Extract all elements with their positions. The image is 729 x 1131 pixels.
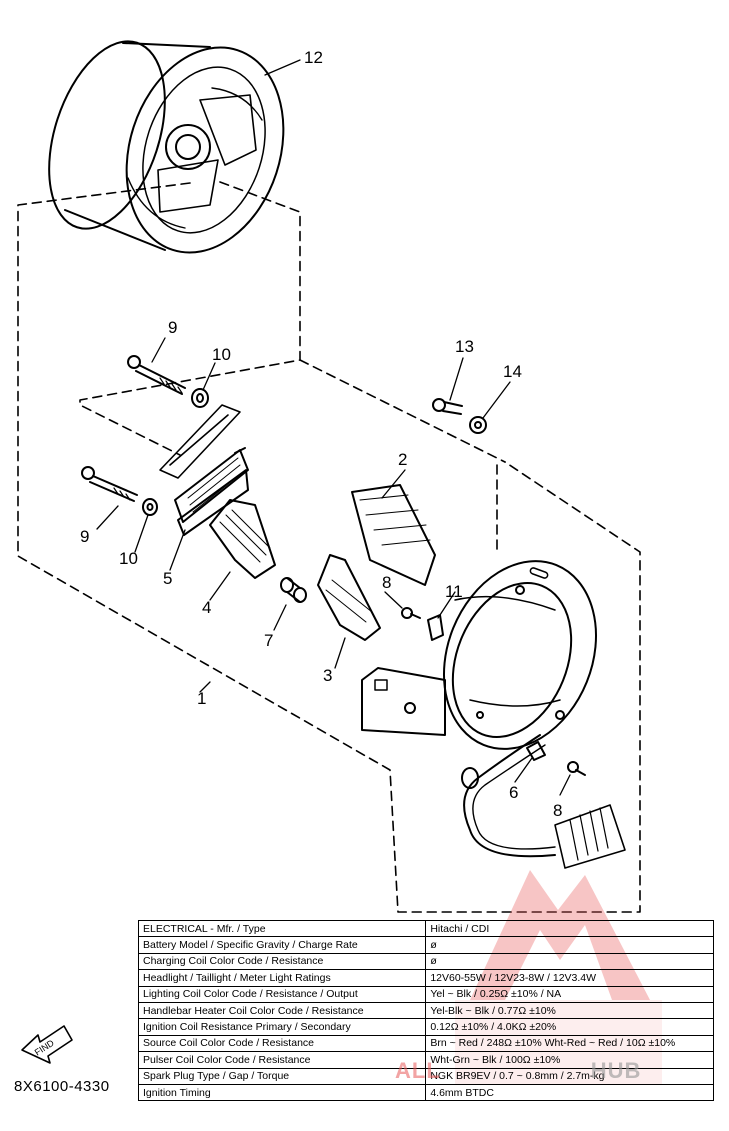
callout-8-lower: 8 [553,801,562,820]
assembly-outline [17,181,641,913]
callout-1: 1 [197,689,206,708]
spec-value: ø [425,936,714,954]
flywheel-rotor [48,40,285,254]
coil-3 [317,554,381,641]
callout-10-upper: 10 [212,345,231,364]
coil-5 [174,447,249,536]
screw-8-lower [567,761,586,776]
callout-6: 6 [509,783,518,802]
spec-value: Hitachi / CDI [425,919,714,938]
spec-label: Ignition Timing [137,1083,427,1102]
spec-value: 0.12Ω ±10% / 4.0KΩ ±20% [425,1018,714,1036]
spec-value: ø [425,952,714,971]
spec-row: Ignition Coil Resistance Primary / Secon… [137,1018,714,1036]
callout-9-lower: 9 [80,527,89,546]
spec-label: Battery Model / Specific Gravity / Charg… [137,936,427,954]
callout-4: 4 [202,598,211,617]
bolt-lower [81,466,138,502]
screw-8-upper [401,607,421,619]
find-arrow-label: FIND [33,1037,56,1057]
spec-row: Headlight / Taillight / Meter Light Rati… [137,969,714,987]
spec-value: Brn ~ Red / 248Ω ±10% Wht-Red ~ Red / 10… [425,1034,714,1053]
washer-lower [142,498,158,516]
document-code: 8X6100-4330 [14,1078,110,1095]
wiring-harness [461,734,626,869]
grommet-6 [526,741,546,761]
callout-13: 13 [455,337,474,356]
callout-10-lower: 10 [119,549,138,568]
callout-9-upper: 9 [168,318,177,337]
spec-value: 4.6mm BTDC [425,1083,714,1102]
find-arrow-icon: FIND [21,1025,73,1064]
spec-value: Yel-Blk ~ Blk / 0.77Ω ±10% [425,1001,714,1020]
stator-plate [442,560,598,750]
spec-label: Pulser Coil Color Code / Resistance [137,1051,427,1069]
callout-5: 5 [163,569,172,588]
callout-8-upper: 8 [382,573,391,592]
spec-row: Battery Model / Specific Gravity / Charg… [137,936,714,954]
spec-value: 12V60-55W / 12V23-8W / 12V3.4W [425,969,714,987]
spec-value: Yel ~ Blk / 0.25Ω ±10% / NA [425,985,714,1003]
spec-row: Handlebar Heater Coil Color Code / Resis… [137,1001,714,1020]
leader-lines [96,59,571,796]
spec-label: ELECTRICAL - Mfr. / Type [137,919,427,938]
coil-2 [351,484,436,586]
bolt-13 [432,398,463,415]
bolt-upper [127,355,186,395]
spec-label: Lighting Coil Color Code / Resistance / … [137,985,427,1003]
callout-labels: 12 9 10 13 14 2 9 10 5 4 8 11 7 3 1 6 8 [80,48,562,820]
stator-bracket [361,667,446,736]
callout-7: 7 [264,631,273,650]
spec-row: Lighting Coil Color Code / Resistance / … [137,985,714,1003]
callout-2: 2 [398,450,407,469]
washer-upper [191,388,209,408]
spec-label: Ignition Coil Resistance Primary / Secon… [137,1018,427,1036]
spec-label: Source Coil Color Code / Resistance [137,1034,427,1053]
watermark-text-b: HUB [590,1058,642,1083]
coil-bracket [159,404,241,479]
spec-value: Wht-Grn ~ Blk / 100Ω ±10% [425,1051,714,1069]
spec-label: Handlebar Heater Coil Color Code / Resis… [137,1001,427,1020]
washer-14 [469,416,487,434]
spec-label: Spark Plug Type / Gap / Torque [137,1067,427,1085]
watermark-text-a: ALL [395,1058,441,1083]
callout-3: 3 [323,666,332,685]
callout-12: 12 [304,48,323,67]
watermark-text: ALL HUB [395,1058,641,1084]
spacer-7 [280,577,307,603]
spec-label: Charging Coil Color Code / Resistance [137,952,427,971]
callout-14: 14 [503,362,522,381]
coil-4 [209,499,276,579]
callout-11: 11 [445,582,463,601]
spec-label: Headlight / Taillight / Meter Light Rati… [137,969,427,987]
clip-11 [427,614,444,641]
